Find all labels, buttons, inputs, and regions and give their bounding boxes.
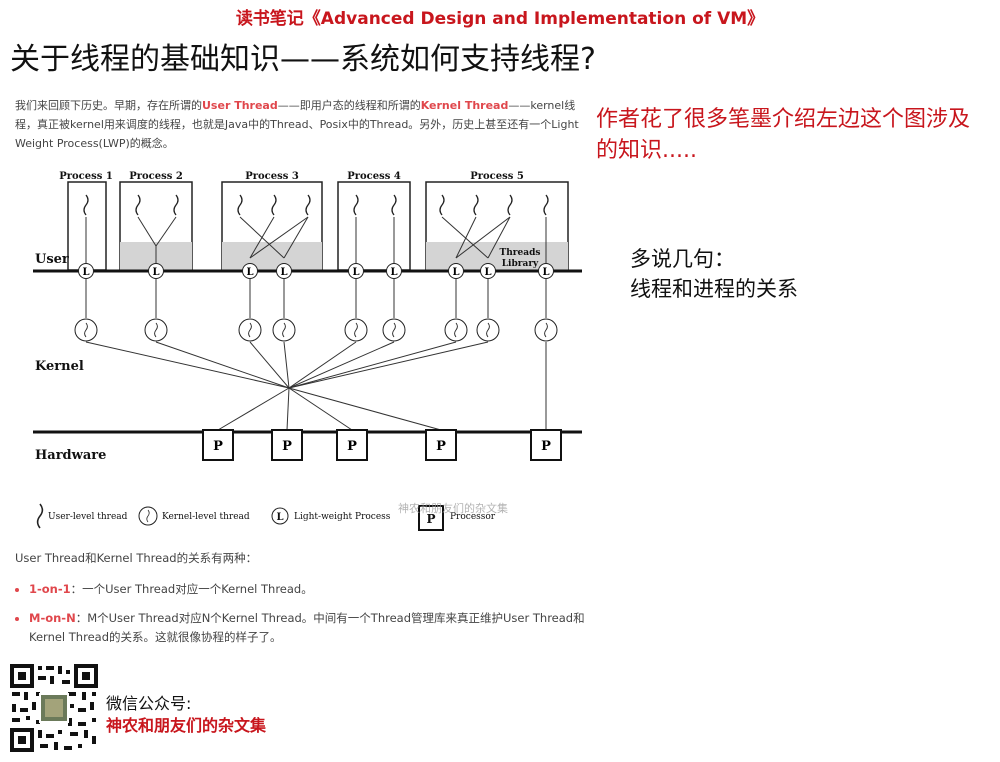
lwp-symbol: L bbox=[484, 267, 491, 278]
intro-text-2: ——即用户态的线程和所谓的 bbox=[277, 99, 421, 112]
lwp-symbol: L bbox=[246, 267, 253, 278]
lwp-symbol: L bbox=[280, 267, 287, 278]
list-item: M-on-N：M个User Thread对应N个Kernel Thread。中间… bbox=[29, 609, 585, 647]
processor-symbol: P bbox=[213, 439, 223, 454]
process-label-1: Process 1 bbox=[59, 171, 113, 182]
lwp-symbol: L bbox=[82, 267, 89, 278]
notes-series-label: 读书笔记《Advanced Design and Implementation … bbox=[235, 9, 765, 29]
list-item: 1-on-1：一个User Thread对应一个Kernel Thread。 bbox=[29, 580, 585, 599]
legend-lwp-symbol: L bbox=[276, 512, 283, 523]
process-label-5: Process 5 bbox=[470, 171, 524, 182]
legend-processor: Processor bbox=[450, 512, 496, 522]
legend: User-level thread Kernel-level thread L … bbox=[36, 503, 496, 531]
relation-list: 1-on-1：一个User Thread对应一个Kernel Thread。 M… bbox=[15, 580, 585, 647]
intro-text-3: ——kernel线程，真正被kernel用来调度的线程，也就是Java中的Thr… bbox=[15, 99, 579, 150]
processor-symbol: P bbox=[436, 439, 446, 454]
user-layer-label: User bbox=[35, 252, 69, 267]
relation-section: User Thread和Kernel Thread的关系有两种： 1-on-1：… bbox=[15, 550, 585, 657]
kernel-layer-label: Kernel bbox=[35, 359, 84, 374]
thread-model-diagram: Process 1 Process 2 Process 3 Process 4 … bbox=[33, 171, 582, 531]
lwp-symbol: L bbox=[152, 267, 159, 278]
relation-desc: ：一个User Thread对应一个Kernel Thread。 bbox=[70, 582, 313, 596]
article-excerpt: 我们来回顾下历史。早期，存在所谓的User Thread——即用户态的线程和所谓… bbox=[15, 96, 585, 153]
processor-symbol: P bbox=[347, 439, 357, 454]
relation-desc: ：M个User Thread对应N个Kernel Thread。中间有一个Thr… bbox=[29, 611, 585, 644]
lwp-circles: L L L L L L L L L bbox=[78, 263, 554, 279]
process-label-4: Process 4 bbox=[347, 171, 401, 182]
aside-note: 多说几句： 线程和进程的关系 bbox=[630, 244, 798, 304]
legend-lwp: Light-weight Process bbox=[294, 512, 391, 522]
lwp-symbol: L bbox=[452, 267, 459, 278]
aside-line-1: 多说几句： bbox=[630, 247, 735, 271]
kernel-thread-term: Kernel Thread bbox=[420, 99, 509, 112]
hardware-layer-label: Hardware bbox=[35, 448, 106, 463]
wechat-account-name: 神农和朋友们的杂文集 bbox=[106, 716, 267, 735]
process-label-3: Process 3 bbox=[245, 171, 299, 182]
relation-lead: User Thread和Kernel Thread的关系有两种： bbox=[15, 551, 258, 565]
lwp-symbol: L bbox=[352, 267, 359, 278]
wechat-label: 微信公众号: bbox=[106, 694, 192, 713]
qr-code bbox=[8, 662, 100, 754]
kernel-thread-circles bbox=[74, 318, 558, 342]
watermark: 神农和朋友们的杂文集 bbox=[398, 502, 508, 515]
intro-text-1: 我们来回顾下历史。早期，存在所谓的 bbox=[15, 99, 202, 112]
lwp-symbol: L bbox=[542, 267, 549, 278]
legend-kernel-thread: Kernel-level thread bbox=[162, 512, 250, 522]
user-thread-term: User Thread bbox=[202, 99, 278, 112]
threads-library-label: Threads bbox=[500, 248, 541, 258]
process-label-2: Process 2 bbox=[129, 171, 183, 182]
legend-processor-symbol: P bbox=[426, 512, 435, 526]
processor-symbol: P bbox=[282, 439, 292, 454]
processor-symbol: P bbox=[541, 439, 551, 454]
relation-term: 1-on-1 bbox=[29, 582, 71, 596]
relation-term: M-on-N bbox=[29, 611, 76, 625]
legend-user-thread: User-level thread bbox=[48, 512, 128, 522]
lwp-symbol: L bbox=[390, 267, 397, 278]
page-title: 关于线程的基础知识——系统如何支持线程? bbox=[10, 42, 596, 77]
mapping-lines bbox=[85, 216, 547, 431]
author-note: 作者花了很多笔墨介绍左边这个图涉及的知识..... bbox=[596, 107, 971, 163]
aside-line-2: 线程和进程的关系 bbox=[630, 277, 798, 301]
processor-boxes: P P P P P bbox=[202, 429, 562, 461]
intro-paragraph: 我们来回顾下历史。早期，存在所谓的User Thread——即用户态的线程和所谓… bbox=[15, 96, 585, 153]
threads-library-label-2: Library bbox=[502, 259, 539, 269]
